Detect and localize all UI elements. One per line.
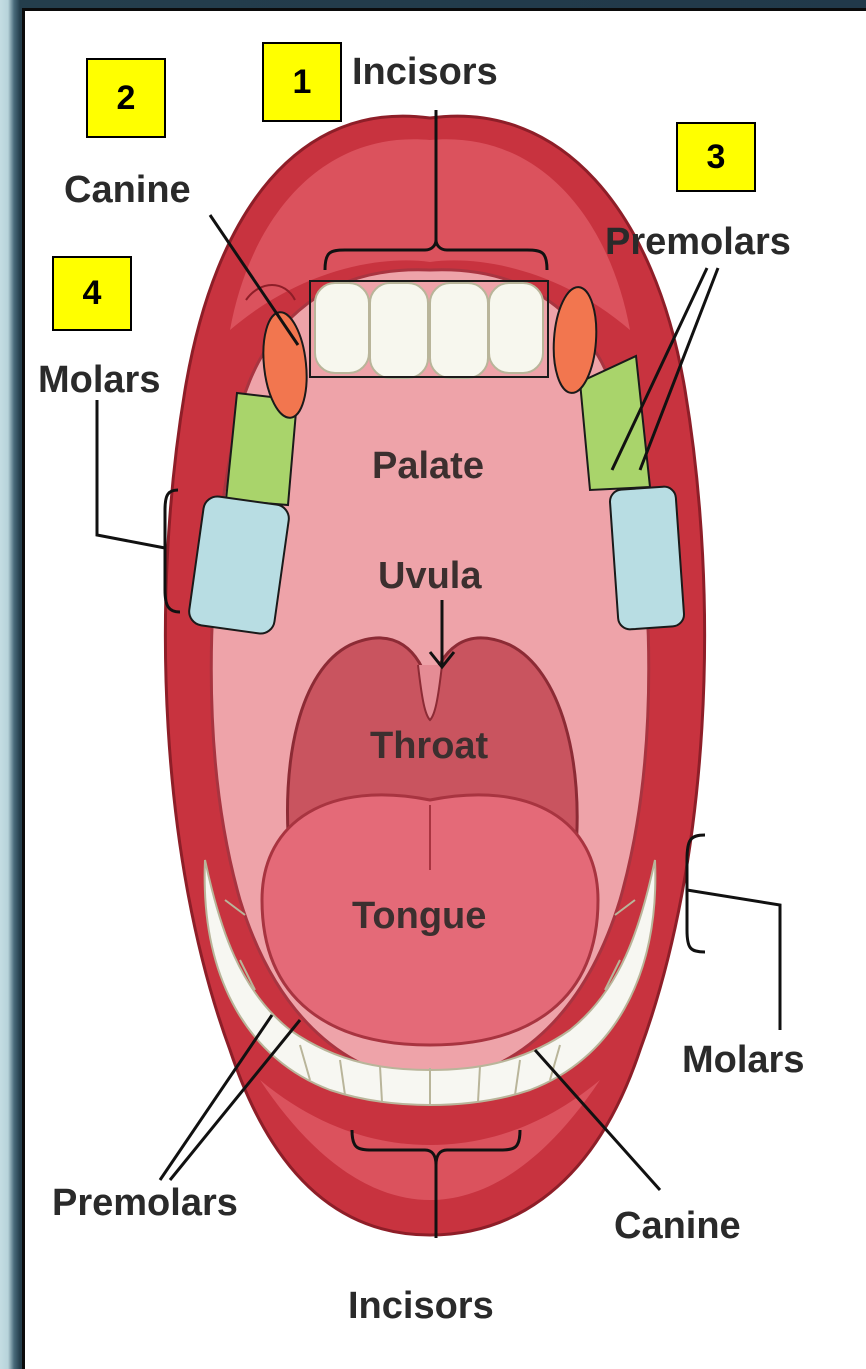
label-throat: Throat (370, 725, 489, 767)
label-premolars-left: Premolars (52, 1182, 238, 1224)
label-canine-left: Canine (64, 169, 191, 211)
marker-1: 1 (262, 42, 342, 122)
label-molars-right: Molars (682, 1039, 804, 1081)
marker-3: 3 (676, 122, 756, 192)
label-tongue: Tongue (352, 895, 486, 937)
label-incisors-bottom: Incisors (348, 1285, 494, 1327)
label-premolars-right: Premolars (605, 221, 791, 263)
marker-4: 4 (52, 256, 132, 331)
label-uvula: Uvula (378, 555, 482, 597)
label-canine-right: Canine (614, 1205, 741, 1247)
label-palate: Palate (372, 445, 484, 487)
label-molars-left: Molars (38, 359, 160, 401)
label-incisors-top: Incisors (352, 51, 498, 93)
marker-2: 2 (86, 58, 166, 138)
